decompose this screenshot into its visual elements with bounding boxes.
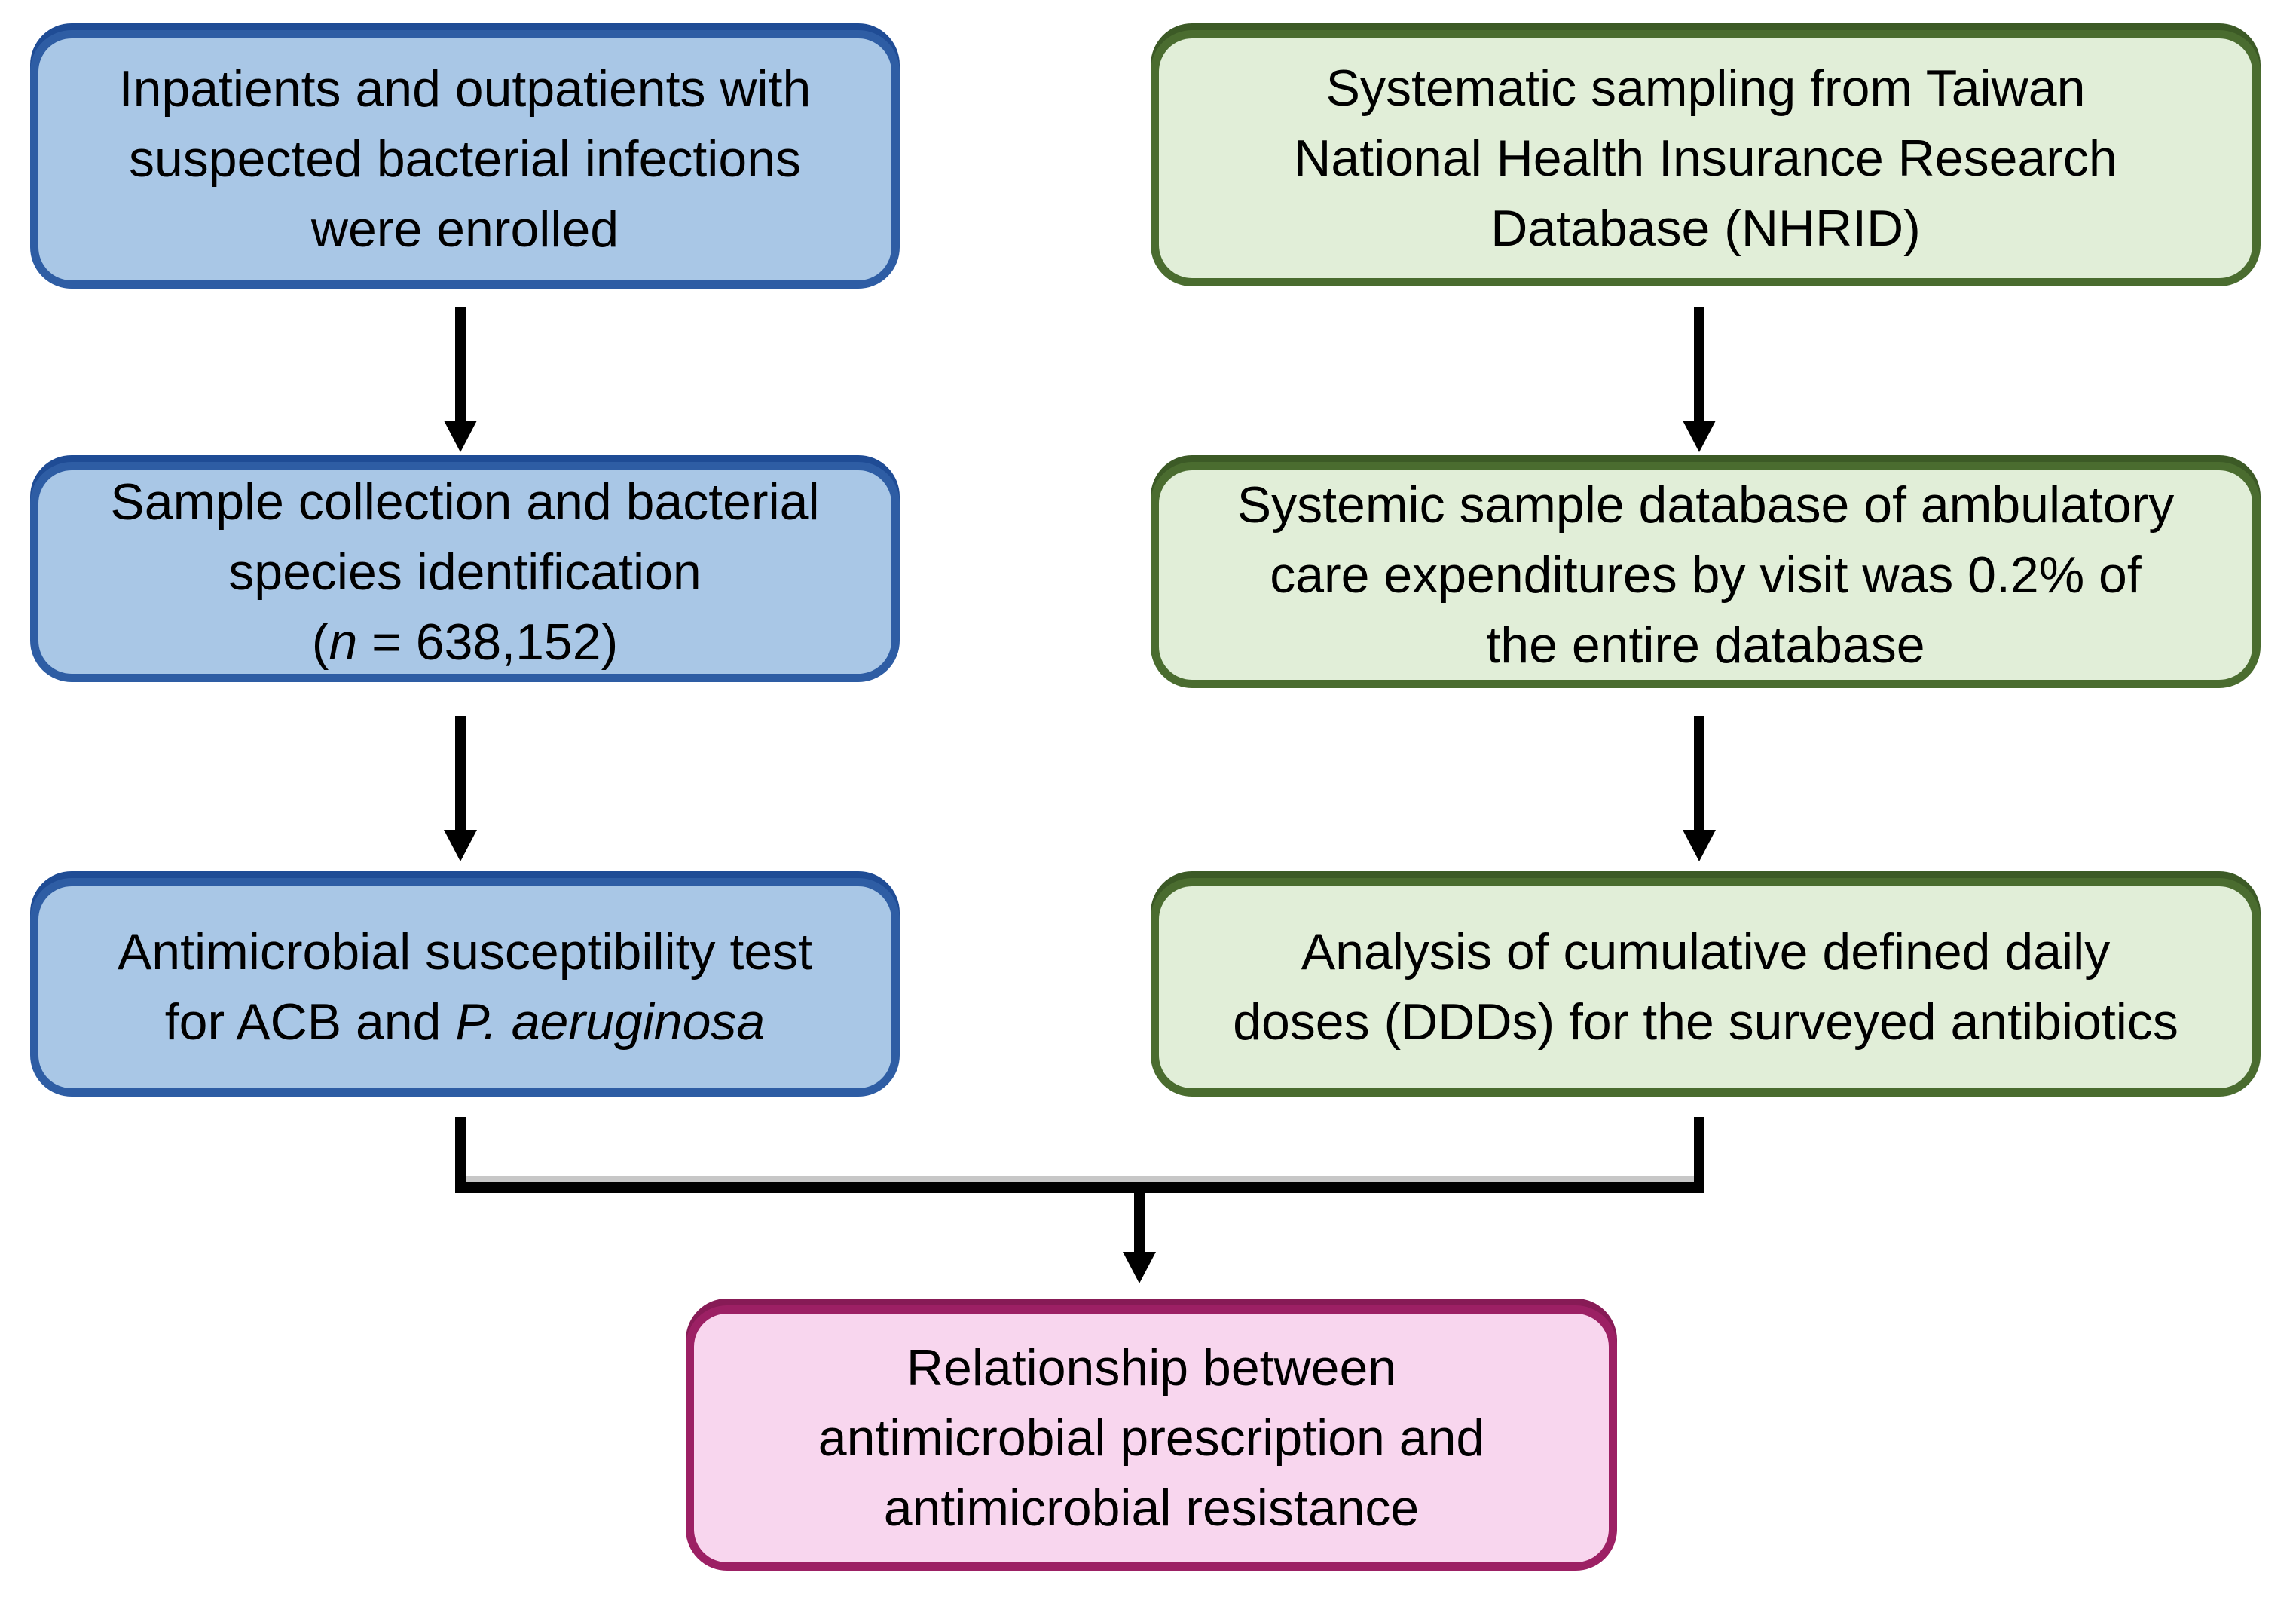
down-arrow-right-1-head: [1683, 421, 1716, 452]
down-arrow-left-1-stem: [455, 307, 466, 422]
box-text-line: National Health Insurance Research: [1294, 129, 2117, 187]
down-arrow-left-1-head: [444, 421, 477, 452]
box-text-line: species identification: [228, 543, 702, 601]
box-systemic-sample-database: Systemic sample database of ambulatory ca…: [1151, 462, 2261, 688]
box-text-line: antimicrobial prescription and: [818, 1409, 1485, 1467]
down-arrow-right-2-head: [1683, 830, 1716, 861]
down-arrow-right-2-stem: [1694, 716, 1704, 831]
box-text-line: Sample collection and bacterial: [110, 473, 820, 531]
down-arrow-right-1-stem: [1694, 307, 1704, 422]
box-ddd-analysis: Analysis of cumulative defined daily dose…: [1151, 878, 2261, 1097]
merge-arrow-stem: [1134, 1193, 1145, 1253]
box-text-line: care expenditures by visit was 0.2% of: [1270, 546, 2142, 604]
box-text-line: for ACB and P. aeruginosa: [164, 993, 766, 1051]
box-text-line: Inpatients and outpatients with: [118, 60, 812, 118]
merge-connector-right-stem: [1694, 1117, 1704, 1193]
box-text-line: Systematic sampling from Taiwan: [1325, 59, 2086, 117]
box-text-line: suspected bacterial infections: [128, 130, 802, 188]
box-text-line: doses (DDDs) for the surveyed antibiotic…: [1233, 993, 2178, 1051]
box-text-line: Antimicrobial susceptibility test: [117, 923, 813, 981]
box-text-line: Relationship between: [906, 1338, 1397, 1397]
box-susceptibility-test: Antimicrobial susceptibility test for ACB…: [30, 878, 900, 1097]
down-arrow-left-2-stem: [455, 716, 466, 831]
box-text-line: Analysis of cumulative defined daily: [1301, 923, 2111, 981]
box-text-line: antimicrobial resistance: [883, 1479, 1420, 1537]
box-text-line: the entire database: [1486, 616, 1925, 674]
box-text-line: were enrolled: [310, 200, 619, 258]
box-text-line: Systemic sample database of ambulatory: [1237, 476, 2175, 534]
down-arrow-left-2-head: [444, 830, 477, 861]
box-sample-collection: Sample collection and bacterial species i…: [30, 462, 900, 682]
box-text-line: Database (NHRID): [1490, 199, 1921, 257]
box-text-line: (n = 638,152): [311, 613, 619, 671]
merge-connector-left-stem: [455, 1117, 466, 1193]
box-enrollment: Inpatients and outpatients with suspected…: [30, 30, 900, 289]
merge-connector-bar: [455, 1182, 1704, 1193]
box-relationship: Relationship between antimicrobial prescr…: [686, 1305, 1617, 1571]
merge-arrow-head: [1123, 1252, 1156, 1283]
